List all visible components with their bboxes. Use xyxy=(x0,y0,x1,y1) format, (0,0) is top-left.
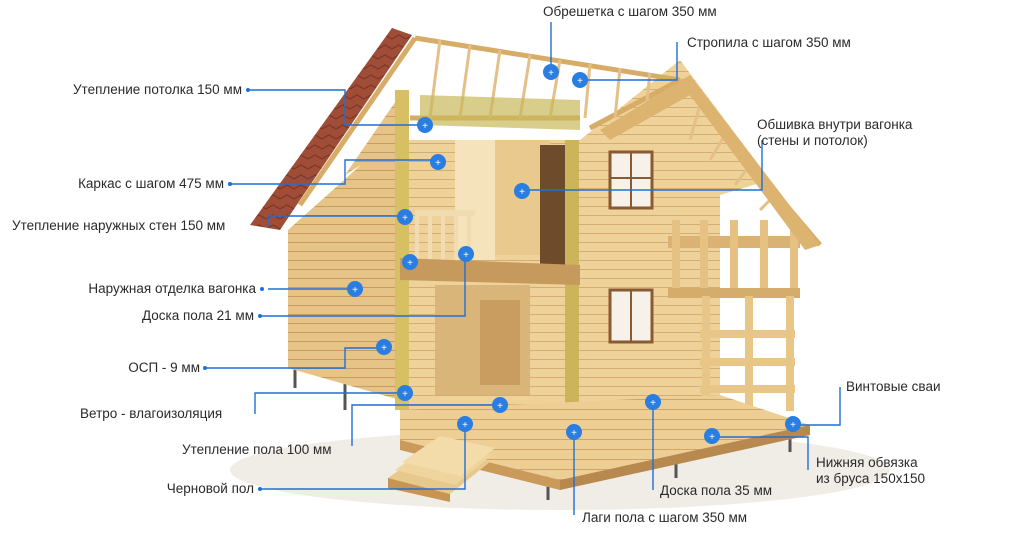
svg-text:+: + xyxy=(650,398,656,409)
svg-text:+: + xyxy=(402,389,408,400)
label-doska-pola-35: Доска пола 35 мм xyxy=(660,483,773,498)
marker-uteplenie-pola: + xyxy=(492,397,508,413)
label-obshivka: Обшивка внутри вагонка (стены и потолок) xyxy=(757,117,977,149)
label-osp: ОСП - 9 мм xyxy=(128,360,200,375)
marker-nizhnyaya: + xyxy=(704,428,720,444)
marker-obshivka: + xyxy=(514,183,530,199)
svg-text:+: + xyxy=(381,343,387,354)
svg-text:+: + xyxy=(577,76,583,87)
marker-uteplenie-sten: + xyxy=(397,209,413,225)
marker-lagi: + xyxy=(566,424,582,440)
svg-text:+: + xyxy=(435,158,441,169)
label-uteplenie-potolka: Утепление потолка 150 мм xyxy=(72,82,242,97)
house-drawing xyxy=(230,28,890,510)
svg-text:+: + xyxy=(402,213,408,224)
svg-text:+: + xyxy=(463,250,469,261)
label-vintovye-svai: Винтовые сваи xyxy=(846,379,941,394)
svg-text:+: + xyxy=(519,187,525,198)
label-obshivka-line2: (стены и потолок) xyxy=(757,133,868,148)
marker-naruzhnaya-otdelka: + xyxy=(347,281,363,297)
marker-doska-pola-21: + xyxy=(458,246,474,262)
svg-text:+: + xyxy=(709,432,715,443)
label-chernovoy-pol: Черновой пол xyxy=(166,481,254,496)
svg-text:+: + xyxy=(548,68,554,79)
marker-obreshetka: + xyxy=(543,64,559,80)
label-lagi: Лаги пола с шагом 350 мм xyxy=(582,510,748,525)
marker-doska-pola-35: + xyxy=(645,394,661,410)
marker-vintovye: + xyxy=(785,416,801,432)
label-nizhnyaya-line2: из бруса 150х150 xyxy=(816,471,925,486)
interior-stair xyxy=(415,210,475,265)
marker-karkas: + xyxy=(430,154,446,170)
callout-lines xyxy=(205,22,841,515)
label-nizhnyaya: Нижняя обвязка из бруса 150х150 xyxy=(816,455,1006,487)
left-wall xyxy=(288,130,400,400)
balcony xyxy=(668,220,800,298)
marker-chernovoy-pol: + xyxy=(457,416,473,432)
right-wall xyxy=(580,140,720,420)
label-stropila: Стропила с шагом 350 мм xyxy=(687,35,851,50)
label-uteplenie-sten: Утепление наружных стен 150 мм xyxy=(12,218,226,233)
label-obreshetka: Обрешетка с шагом 350 мм xyxy=(543,4,717,19)
label-karkas: Каркас с шагом 475 мм xyxy=(78,176,224,191)
svg-text:+: + xyxy=(407,258,413,269)
svg-text:+: + xyxy=(422,121,428,132)
marker-stropila: + xyxy=(572,72,588,88)
svg-text:+: + xyxy=(497,401,503,412)
svg-text:+: + xyxy=(352,285,358,296)
marker-vetro: + xyxy=(397,385,413,401)
marker-osp: + xyxy=(376,339,392,355)
marker-uteplenie-potolka: + xyxy=(417,117,433,133)
label-nizhnyaya-line1: Нижняя обвязка xyxy=(816,455,918,470)
label-vetro: Ветро - влагоизоляция xyxy=(80,406,223,421)
marker-otdelka-inner: + xyxy=(402,254,418,270)
roof-shingles xyxy=(250,28,412,230)
label-obshivka-line1: Обшивка внутри вагонка xyxy=(757,117,913,132)
svg-text:+: + xyxy=(571,428,577,439)
markers: + + + + + + + + + + + + + + + + + xyxy=(347,64,801,444)
svg-text:+: + xyxy=(462,420,468,431)
label-doska-pola-21: Доска пола 21 мм xyxy=(141,308,254,323)
terrace-railing xyxy=(700,296,795,411)
floor-deck xyxy=(400,395,810,480)
label-uteplenie-pola: Утепление пола 100 мм xyxy=(182,442,332,457)
label-naruzhnaya-otdelka: Наружная отделка вагонка xyxy=(88,281,256,296)
svg-text:+: + xyxy=(790,420,796,431)
